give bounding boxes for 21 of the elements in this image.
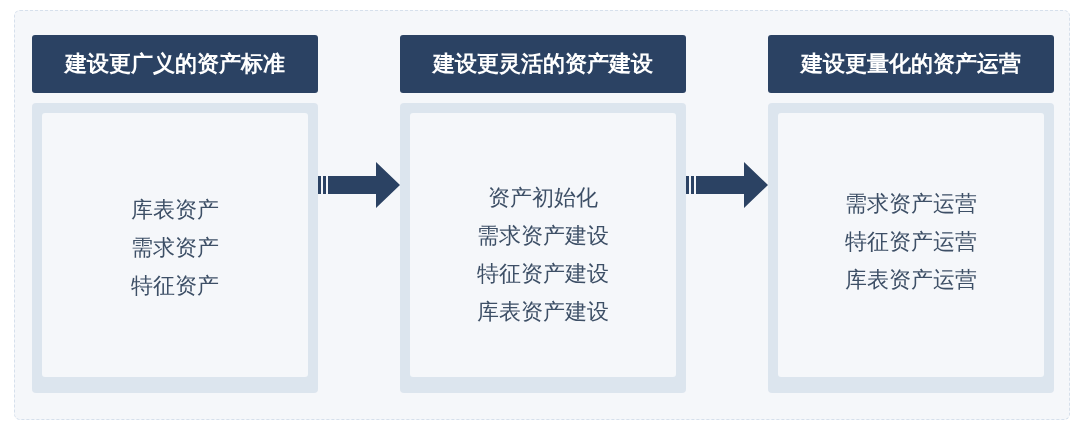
item-text: 特征资产建设 <box>477 260 609 288</box>
item-text: 特征资产 <box>131 272 219 300</box>
header-box <box>32 35 318 93</box>
header-title: 建设更量化的资产运营 <box>801 50 1021 78</box>
item-text: 库表资产建设 <box>477 298 609 326</box>
header-box <box>400 35 686 93</box>
item-text: 资产初始化 <box>488 184 598 212</box>
content-panel <box>32 103 318 393</box>
arrow <box>686 162 768 208</box>
item-text: 需求资产运营 <box>845 190 977 218</box>
item-text: 需求资产 <box>131 234 219 262</box>
item-text: 库表资产 <box>131 196 219 224</box>
content-panel <box>768 103 1054 393</box>
header-box <box>768 35 1054 93</box>
header-title: 建设更灵活的资产建设 <box>433 50 653 78</box>
item-text: 库表资产运营 <box>845 266 977 294</box>
item-text: 需求资产建设 <box>477 222 609 250</box>
content-panel <box>400 103 686 393</box>
header-title: 建设更广义的资产标准 <box>65 50 285 78</box>
arrow <box>318 162 400 208</box>
item-text: 特征资产运营 <box>845 228 977 256</box>
